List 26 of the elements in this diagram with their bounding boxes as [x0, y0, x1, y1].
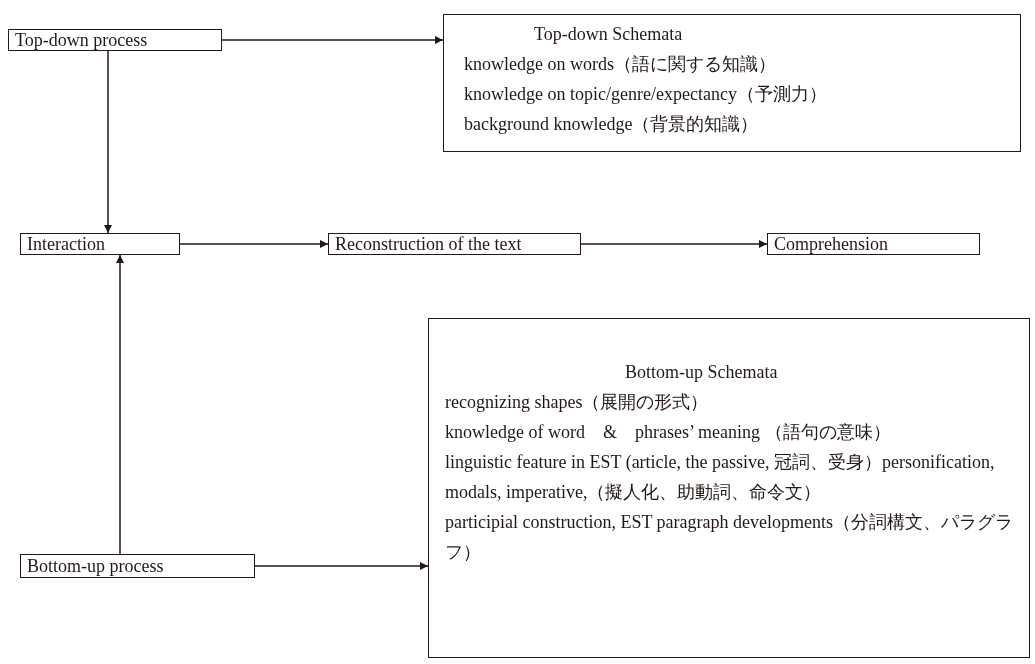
- arrow: [116, 254, 124, 555]
- schemata-item: knowledge on topic/genre/expectancy（予測力）: [464, 83, 828, 106]
- arrow: [580, 240, 768, 248]
- box-heading: Top-down Schemata: [533, 23, 684, 46]
- process-box: [8, 29, 222, 51]
- box-label: Bottom-up process: [27, 556, 165, 576]
- box-label: Top-down process: [15, 30, 149, 50]
- process-box: [328, 233, 581, 255]
- process-box: [767, 233, 980, 255]
- box-label: Reconstruction of the text: [335, 234, 523, 254]
- arrow: [104, 50, 112, 234]
- schemata-item: participial construction, EST paragraph developments（分詞構文、パラグラフ）: [445, 511, 1015, 564]
- box-heading: Bottom-up Schemata: [624, 361, 779, 384]
- schemata-item: knowledge of word & phrases’ meaning （語句の意味）: [445, 421, 892, 444]
- schemata-box: [428, 318, 1030, 658]
- schemata-item: knowledge on words（語に関する知識）: [464, 53, 777, 76]
- arrow: [179, 240, 329, 248]
- arrow: [221, 36, 444, 44]
- schemata-item: recognizing shapes（展開の形式）: [445, 391, 710, 414]
- box-label: Comprehension: [774, 234, 889, 254]
- schemata-box: [443, 14, 1021, 152]
- arrow: [254, 562, 429, 570]
- process-box: [20, 233, 180, 255]
- schemata-item: background knowledge（背景的知識）: [464, 113, 760, 136]
- box-label: Interaction: [27, 234, 106, 254]
- process-box: [20, 554, 255, 578]
